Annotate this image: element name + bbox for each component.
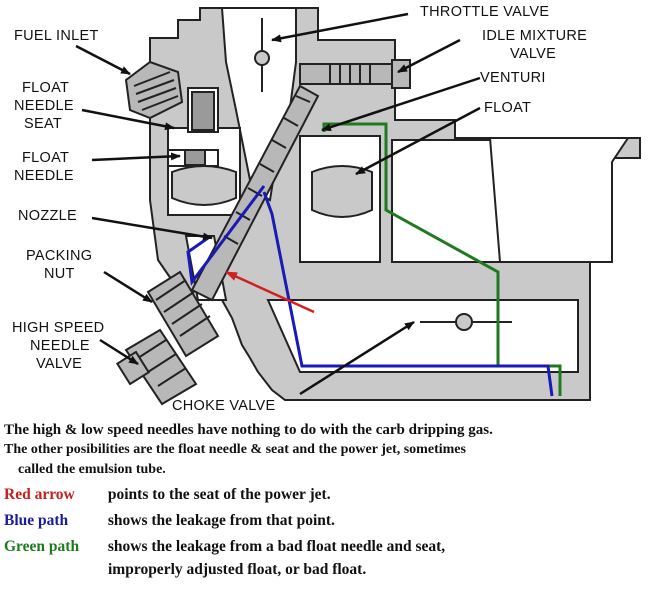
label-float: FLOAT bbox=[484, 100, 531, 116]
fuel-inlet-fitting bbox=[124, 60, 219, 133]
legend-green-text: shows the leakage from a bad float needl… bbox=[107, 538, 446, 555]
legend-red: Red arrow points to the seat of the powe… bbox=[4, 482, 664, 508]
legend-blue-text: shows the leakage from that point. bbox=[107, 512, 335, 529]
high-speed-needle-assembly bbox=[115, 270, 220, 406]
label-high-speed-2: NEEDLE bbox=[30, 338, 90, 354]
caption-block: The high & low speed needles have nothin… bbox=[4, 420, 664, 580]
idle-mixture-screw bbox=[299, 59, 411, 89]
label-packing-nut-2: NUT bbox=[44, 266, 75, 282]
diagram-labels: FUEL INLET FLOAT NEEDLE SEAT FLOAT NEEDL… bbox=[12, 4, 587, 414]
label-choke-valve: CHOKE VALVE bbox=[172, 398, 276, 414]
legend-green-key: Green path bbox=[4, 538, 80, 555]
label-nozzle: NOZZLE bbox=[18, 208, 77, 224]
legend-blue-key: Blue path bbox=[4, 512, 69, 529]
label-float-needle-seat-2: NEEDLE bbox=[14, 98, 74, 114]
caption-line-1: The high & low speed needles have nothin… bbox=[4, 422, 493, 438]
legend-red-key: Red arrow bbox=[4, 486, 75, 503]
green-leak-path bbox=[322, 122, 562, 396]
red-arrow bbox=[225, 270, 315, 314]
label-venturi: VENTURI bbox=[480, 70, 546, 86]
legend-blue: Blue path shows the leakage from that po… bbox=[4, 508, 664, 534]
carburetor-diagram: FUEL INLET FLOAT NEEDLE SEAT FLOAT NEEDL… bbox=[12, 4, 641, 414]
legend-red-text: points to the seat of the power jet. bbox=[107, 486, 331, 503]
throttle-valve-part bbox=[254, 18, 270, 92]
legend-green-continued: improperly adjusted float, or bad float. bbox=[108, 561, 367, 578]
label-idle-mixture-1: IDLE MIXTURE bbox=[482, 28, 587, 44]
label-fuel-inlet: FUEL INLET bbox=[14, 28, 99, 44]
label-float-needle-seat-3: SEAT bbox=[24, 116, 62, 132]
label-float-needle-1: FLOAT bbox=[22, 150, 69, 166]
float-parts bbox=[167, 149, 373, 218]
leader-arrows bbox=[75, 12, 481, 396]
label-float-needle-2: NEEDLE bbox=[14, 168, 74, 184]
caption-line-3: called the emulsion tube. bbox=[18, 462, 166, 477]
label-high-speed-1: HIGH SPEED bbox=[12, 320, 104, 336]
label-throttle-valve: THROTTLE VALVE bbox=[420, 4, 549, 20]
blue-leak-path bbox=[186, 185, 554, 397]
label-high-speed-3: VALVE bbox=[36, 356, 82, 372]
emulsion-tube bbox=[190, 84, 320, 302]
caption-line-2: The other posibilities are the float nee… bbox=[4, 442, 466, 457]
legend-green: Green path shows the leakage from a bad … bbox=[4, 534, 664, 560]
label-packing-nut-1: PACKING bbox=[26, 248, 92, 264]
label-float-needle-seat-1: FLOAT bbox=[22, 80, 69, 96]
label-idle-mixture-2: VALVE bbox=[510, 46, 556, 62]
